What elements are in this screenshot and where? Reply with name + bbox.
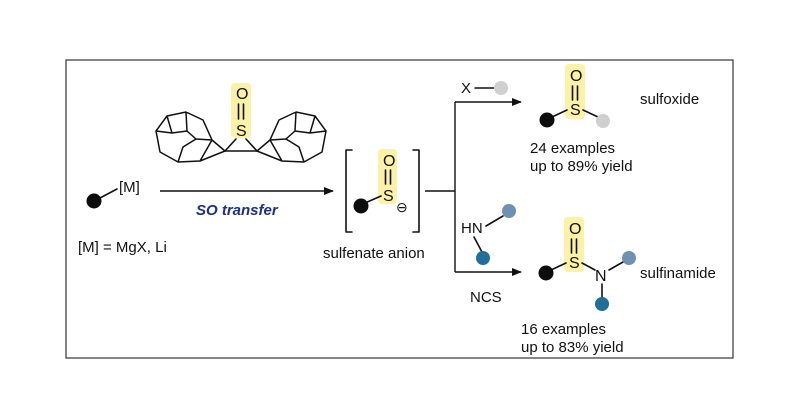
bond-line	[608, 261, 624, 271]
alkyl-halide-reagent: X	[461, 80, 508, 97]
sulfoxide-sulfur: S	[570, 102, 581, 119]
sulfinamide-product: O S N sulfinamide 16 examples up to 83% …	[521, 217, 716, 356]
black-group-dot	[538, 265, 554, 281]
gray-group-dot	[494, 81, 508, 95]
sulfinamide-yield: up to 83% yield	[521, 339, 624, 356]
thiirane-bond	[224, 138, 237, 152]
highlight-box	[565, 64, 585, 119]
sulfoxide-oxygen: O	[570, 68, 582, 85]
teal-group-dot	[595, 297, 609, 311]
right-adamantane-cage	[256, 111, 327, 163]
left-adamantane-cage	[155, 111, 226, 163]
teal-group-dot	[476, 251, 490, 265]
anion-oxygen: O	[383, 153, 395, 170]
highlight-box	[564, 217, 584, 272]
scheme-frame	[65, 59, 734, 359]
ncs-label: NCS	[470, 289, 502, 306]
reagent-sulfur: S	[236, 123, 247, 140]
sulfoxide-product: O S sulfoxide 24 examples up to 89% yiel…	[530, 64, 699, 175]
steel-group-dot	[622, 251, 636, 265]
bond-line	[582, 109, 599, 118]
sulfinamide-examples: 16 examples	[521, 321, 606, 338]
so-transfer-reagent: O S	[155, 83, 327, 163]
bond-line	[473, 236, 483, 253]
sulfoxide-yield: up to 89% yield	[530, 158, 633, 175]
highlight-box	[378, 149, 397, 204]
so-transfer-label: SO transfer	[196, 202, 279, 219]
metal-definition: [M] = MgX, Li	[78, 239, 167, 256]
bond-line	[364, 195, 382, 204]
metal-label: [M]	[119, 179, 140, 196]
sulfinamide-sulfur: S	[569, 255, 580, 272]
left-bracket	[345, 149, 353, 233]
organometallic-reagent: [M] [M] = MgX, Li	[78, 179, 167, 256]
anion-sulfur: S	[383, 188, 394, 205]
sulfinamide-nitrogen: N	[595, 268, 607, 285]
right-bracket	[412, 149, 420, 233]
bond-line	[551, 109, 568, 118]
amine-label: HN	[461, 220, 483, 237]
gray-group-dot	[596, 114, 610, 128]
amine-reagent: HN NCS	[461, 204, 516, 306]
steel-group-dot	[502, 204, 516, 218]
sulfinamide-label: sulfinamide	[640, 265, 716, 282]
sulfinamide-oxygen: O	[569, 221, 581, 238]
sulfenate-label: sulfenate anion	[323, 245, 425, 262]
bond-line	[550, 262, 567, 271]
halide-label: X	[461, 80, 471, 97]
sulfoxide-examples: 24 examples	[530, 140, 615, 157]
negative-charge: ⊖	[396, 199, 408, 215]
sulfenate-anion: O S ⊖ sulfenate anion	[323, 149, 425, 262]
sulfoxide-label: sulfoxide	[640, 91, 699, 108]
thiirane-bond	[245, 138, 258, 152]
bond-line	[485, 215, 504, 227]
black-group-dot	[353, 198, 369, 214]
reagent-oxygen: O	[236, 86, 248, 103]
bond-line	[581, 262, 596, 271]
highlight-box	[231, 83, 251, 138]
bond-line	[99, 188, 118, 199]
black-group-dot	[86, 193, 102, 209]
black-group-dot	[539, 112, 555, 128]
